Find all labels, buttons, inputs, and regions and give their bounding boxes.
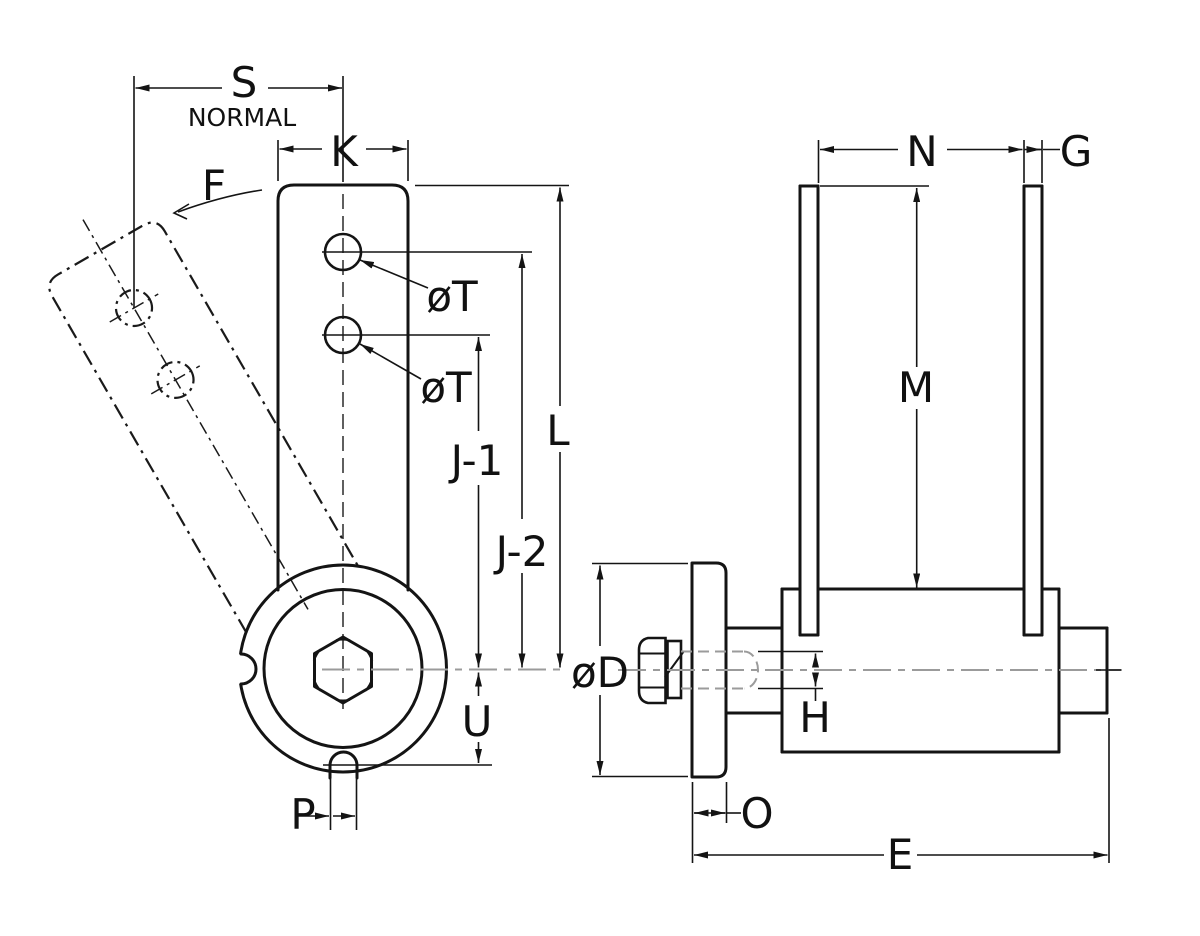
phantom-arm-rotated xyxy=(48,219,361,634)
latch-body xyxy=(780,587,1061,754)
mounting-flange xyxy=(690,561,728,779)
dim-label-m: M xyxy=(898,363,934,412)
dim-label-n: N xyxy=(906,127,937,176)
side-view: N G M øD H O E xyxy=(571,127,1122,879)
cam-arm-side xyxy=(798,184,1044,637)
dim-label-p: P xyxy=(290,790,315,839)
bottom-tab xyxy=(328,750,359,780)
dim-label-s: S xyxy=(231,58,258,107)
dim-label-u: U xyxy=(462,697,493,746)
dim-label-hole1-dia: øT xyxy=(426,272,478,321)
disc-notch xyxy=(239,652,258,686)
f-arrowhead-icon xyxy=(172,203,190,220)
notch-mask xyxy=(226,654,256,684)
hole1-leader xyxy=(359,259,429,289)
dim-label-o: O xyxy=(740,789,773,838)
dim-label-k: K xyxy=(330,127,359,176)
hole2-leader xyxy=(359,343,422,380)
dim-label-g: G xyxy=(1060,127,1093,176)
hex-chamfer-arcs xyxy=(311,638,375,702)
screw-head xyxy=(637,636,667,705)
dim-label-j1: J-1 xyxy=(448,436,504,485)
dim-label-f: F xyxy=(202,161,226,210)
dim-label-hole2-dia: øT xyxy=(420,363,472,412)
f-rotation-arc xyxy=(177,189,263,213)
dim-label-s-qualifier: NORMAL xyxy=(188,103,296,132)
hex-socket xyxy=(313,635,373,705)
dim-label-d-dia: øD xyxy=(571,648,629,697)
cam-arm-outline xyxy=(276,183,410,592)
dim-label-l: L xyxy=(546,406,570,455)
dim-label-h: H xyxy=(799,693,831,742)
front-view: F S NORMAL K øT øT L J-2 J-1 xyxy=(48,58,570,839)
dim-label-j2: J-2 xyxy=(493,527,549,576)
dim-label-e: E xyxy=(887,830,914,879)
phantom-arm-centerline xyxy=(82,219,309,610)
